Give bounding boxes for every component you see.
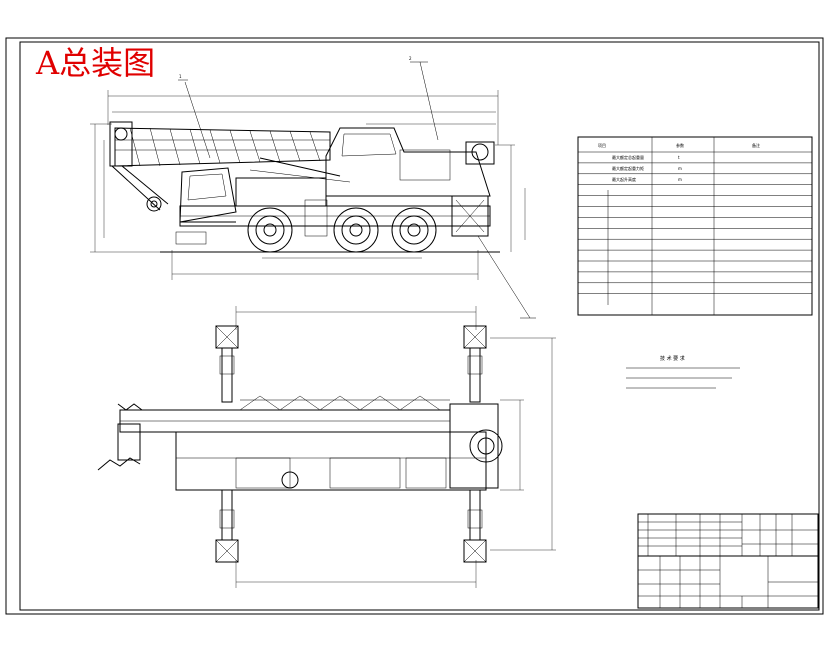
title-block [637, 513, 819, 609]
spec-table: 项目 参数 备注 最大额定总起重量 t 最大额定起重力矩 m 最大起升高度 m [577, 136, 813, 316]
plan-view [97, 306, 556, 588]
balloon-right: 2 [409, 56, 412, 61]
tech-requirements: 技 术 要 求 [626, 355, 740, 389]
spec-header-note: 备注 [752, 142, 760, 148]
tech-title: 技 术 要 求 [660, 355, 685, 362]
spec-header-item: 项目 [598, 142, 606, 148]
side-view [90, 61, 536, 319]
spec-row-value: t [678, 155, 680, 160]
drawing-title: A总装图 [35, 44, 155, 82]
outer-frame [5, 37, 824, 615]
balloon-left: 1 [179, 74, 182, 79]
spec-header-value: 参数 [676, 142, 684, 148]
inner-frame [19, 41, 820, 611]
spec-row-value: m [678, 166, 682, 171]
spec-row-item: 最大起升高度 [612, 176, 636, 182]
spec-row-item: 最大额定起重力矩 [612, 165, 644, 171]
spec-rows: 最大额定总起重量 t 最大额定起重力矩 m 最大起升高度 m [578, 151, 812, 294]
spec-row-item: 最大额定总起重量 [612, 154, 644, 160]
spec-row-value: m [678, 177, 682, 182]
